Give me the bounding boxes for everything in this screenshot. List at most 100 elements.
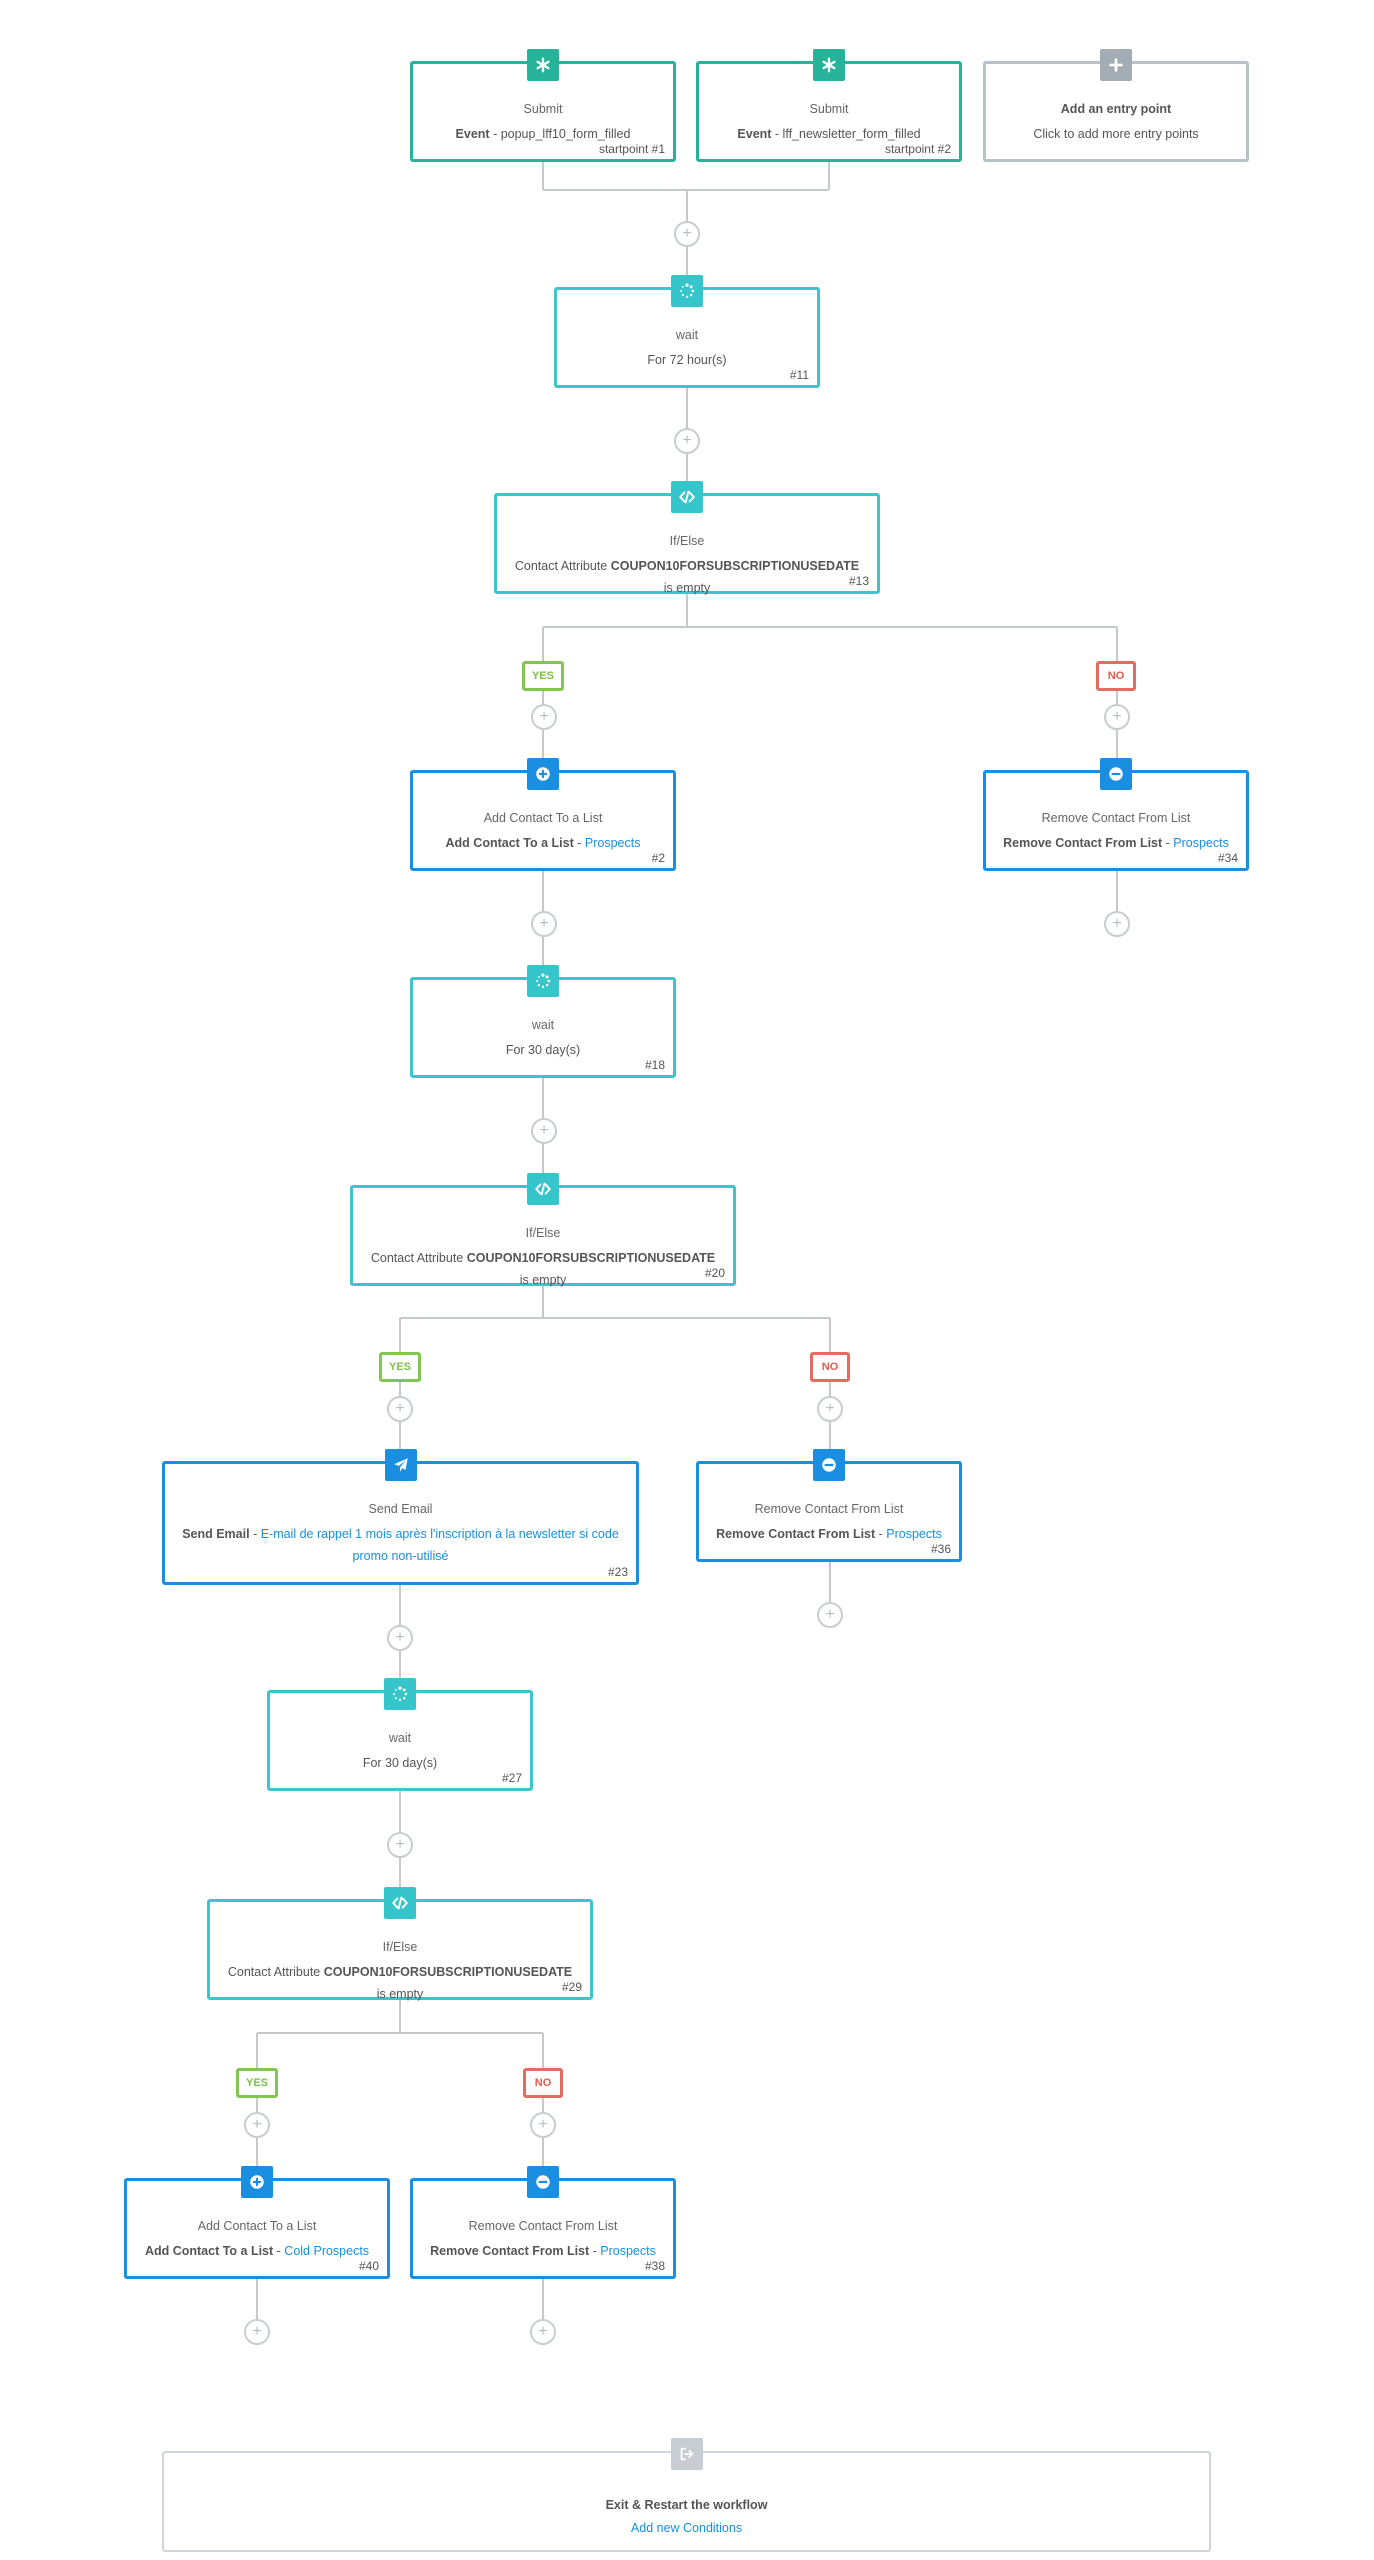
list-link[interactable]: Cold Prospects [284, 2244, 370, 2258]
workflow-node-remove-from-list-36[interactable]: Remove Contact From List Remove Contact … [696, 1449, 962, 1562]
add-step-button[interactable]: + [531, 1118, 557, 1144]
workflow-node-wait-27[interactable]: wait For 30 day(s) #27 [267, 1678, 533, 1791]
node-number: #2 [651, 851, 665, 865]
node-detail-separator: - [1162, 836, 1174, 850]
node-detail-suffix: is empty [519, 1273, 567, 1287]
node-detail-separator: - [875, 1527, 887, 1541]
workflow-node-if-else-13[interactable]: If/Else Contact Attribute COUPON10FORSUB… [494, 481, 880, 595]
plus-icon [1100, 49, 1132, 81]
node-title: wait [675, 328, 699, 342]
node-number: #27 [501, 1771, 522, 1785]
exit-icon [670, 2438, 703, 2470]
node-detail: For 30 day(s) [505, 1043, 581, 1057]
node-detail-separator: - [273, 2244, 285, 2258]
node-detail: Remove Contact From List - Prospects [1000, 832, 1232, 854]
branch-yes-label: YES [379, 1352, 421, 1382]
node-title: wait [388, 1731, 412, 1745]
workflow-node-startpoint-2[interactable]: Submit Event - lff_newsletter_form_fille… [696, 49, 962, 162]
node-title: If/Else [382, 1940, 418, 1954]
node-detail-prefix: Contact Attribute [227, 1965, 324, 1979]
add-step-button[interactable]: + [1104, 911, 1130, 937]
node-title: Remove Contact From List [754, 1502, 904, 1516]
node-number: #11 [789, 368, 809, 382]
add-step-button[interactable]: + [387, 1396, 413, 1422]
add-step-button[interactable]: + [817, 1602, 843, 1628]
node-title: Send Email [368, 1502, 433, 1516]
add-step-button[interactable]: + [1104, 704, 1130, 730]
add-step-button[interactable]: + [530, 2112, 556, 2138]
add-new-conditions-link[interactable]: Add new Conditions [630, 2521, 743, 2535]
minus-circle-icon [813, 1449, 845, 1481]
spinner-icon [527, 965, 559, 997]
add-step-button[interactable]: + [244, 2112, 270, 2138]
asterisk-icon [527, 49, 559, 81]
node-title: Remove Contact From List [468, 2219, 618, 2233]
node-title: Remove Contact From List [1041, 811, 1191, 825]
add-step-button[interactable]: + [674, 221, 700, 247]
email-campaign-link[interactable]: E-mail de rappel 1 mois après l'inscript… [260, 1527, 619, 1563]
workflow-node-send-email-23[interactable]: Send Email Send Email - E-mail de rappel… [162, 1449, 639, 1585]
add-step-button[interactable]: + [530, 2319, 556, 2345]
node-detail-bold: Remove Contact From List [1003, 836, 1163, 850]
workflow-node-wait-11[interactable]: wait For 72 hour(s) #11 [554, 275, 820, 388]
node-detail: Send Email - E-mail de rappel 1 mois apr… [179, 1523, 622, 1567]
node-detail-text: - lff_newsletter_form_filled [771, 127, 921, 141]
node-detail: Add Contact To a List - Cold Prospects [141, 2240, 373, 2262]
node-number: #18 [644, 1058, 665, 1072]
node-number: #29 [561, 1980, 582, 1994]
exit-restart-workflow-node[interactable]: Exit & Restart the workflow Add new Cond… [162, 2438, 1211, 2552]
node-number: #20 [704, 1266, 725, 1280]
node-detail-separator: - [573, 836, 585, 850]
node-number: #34 [1217, 851, 1238, 865]
add-entry-point-button[interactable]: Add an entry point Click to add more ent… [983, 49, 1249, 162]
add-step-button[interactable]: + [531, 704, 557, 730]
plus-circle-icon [241, 2166, 273, 2198]
node-title: wait [531, 1018, 555, 1032]
node-title: If/Else [525, 1226, 561, 1240]
spinner-icon [384, 1678, 416, 1710]
node-detail-bold: COUPON10FORSUBSCRIPTIONUSEDATE [323, 1965, 573, 1979]
list-link[interactable]: Prospects [886, 1527, 942, 1541]
node-detail-bold: Event [737, 127, 772, 141]
workflow-node-add-to-list-2[interactable]: Add Contact To a List Add Contact To a L… [410, 758, 676, 871]
node-detail-separator: - [249, 1527, 261, 1541]
workflow-node-remove-from-list-38[interactable]: Remove Contact From List Remove Contact … [410, 2166, 676, 2279]
add-step-button[interactable]: + [674, 428, 700, 454]
node-detail-bold: Remove Contact From List [716, 1527, 876, 1541]
add-step-button[interactable]: + [387, 1625, 413, 1651]
list-link[interactable]: Prospects [1173, 836, 1229, 850]
add-step-button[interactable]: + [244, 2319, 270, 2345]
workflow-node-add-to-list-40[interactable]: Add Contact To a List Add Contact To a L… [124, 2166, 390, 2279]
node-title: Add Contact To a List [197, 2219, 317, 2233]
add-step-button[interactable]: + [817, 1396, 843, 1422]
add-step-button[interactable]: + [387, 1832, 413, 1858]
list-link[interactable]: Prospects [584, 836, 641, 850]
node-detail: Add Contact To a List - Prospects [427, 832, 659, 854]
branch-yes-label: YES [522, 661, 564, 691]
add-step-button[interactable]: + [531, 911, 557, 937]
node-detail: Event - popup_lff10_form_filled [427, 123, 659, 145]
node-detail-bold: Event [455, 127, 490, 141]
list-link[interactable]: Prospects [600, 2244, 656, 2258]
workflow-node-if-else-20[interactable]: If/Else Contact Attribute COUPON10FORSUB… [350, 1173, 736, 1287]
branch-no-label: NO [1096, 661, 1136, 691]
node-detail: Contact Attribute COUPON10FORSUBSCRIPTIO… [511, 555, 863, 599]
code-icon [671, 481, 703, 513]
workflow-node-if-else-29[interactable]: If/Else Contact Attribute COUPON10FORSUB… [207, 1887, 593, 2001]
workflow-node-wait-18[interactable]: wait For 30 day(s) #18 [410, 965, 676, 1078]
node-detail: For 30 day(s) [362, 1756, 438, 1770]
node-number: #23 [607, 1565, 628, 1579]
node-detail: Event - lff_newsletter_form_filled [713, 123, 945, 145]
paper-plane-icon [384, 1449, 417, 1481]
node-detail-suffix: is empty [663, 581, 711, 595]
asterisk-icon [813, 49, 845, 81]
workflow-node-startpoint-1[interactable]: Submit Event - popup_lff10_form_filled s… [410, 49, 676, 162]
node-number: #40 [358, 2259, 379, 2273]
plus-circle-icon [527, 758, 559, 790]
node-detail: Click to add more entry points [1033, 127, 1199, 141]
workflow-node-remove-from-list-34[interactable]: Remove Contact From List Remove Contact … [983, 758, 1249, 871]
node-detail-bold: COUPON10FORSUBSCRIPTIONUSEDATE [610, 559, 860, 573]
node-detail-text: - popup_lff10_form_filled [489, 127, 631, 141]
code-icon [527, 1173, 559, 1205]
